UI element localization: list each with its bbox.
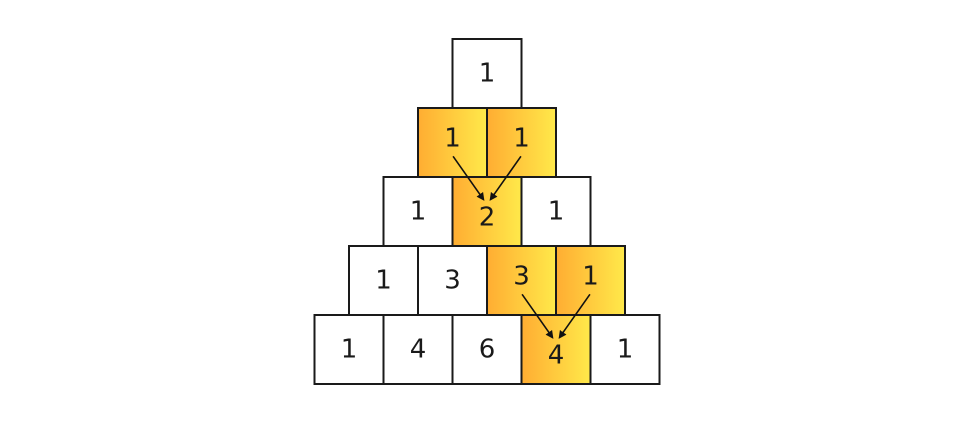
arrow-3 [558,293,591,339]
cell-r0-c0 [451,38,523,109]
number-r1-c1: 1 [513,124,530,154]
cell-r3-c3-highlighted [555,245,626,316]
cell-r4-c1 [382,314,454,385]
cell-r2-c1-highlighted [451,176,523,247]
arrow-0 [452,155,485,201]
cell-r4-c2 [451,314,523,385]
number-r1-c0: 1 [444,124,461,154]
cells-layer [313,38,661,385]
number-r4-c4: 1 [617,335,634,365]
cell-r1-c0-highlighted [417,107,488,178]
arrow-2 [521,293,554,339]
number-r4-c2: 6 [479,335,496,365]
cell-r4-c0 [313,314,385,385]
numbers-layer: 1 1 1 1 2 1 1 3 3 1 1 4 6 4 1 [341,59,634,371]
number-r3-c1: 3 [444,266,461,296]
number-r4-c3: 4 [548,341,565,371]
number-r0-c0: 1 [479,59,496,89]
number-r2-c0: 1 [410,197,427,227]
number-r3-c0: 1 [375,266,392,296]
number-r3-c2: 3 [513,262,530,292]
cell-r4-c3-highlighted [520,314,592,385]
cell-r1-c1-highlighted [486,107,557,178]
arrow-1 [489,155,522,201]
number-r4-c1: 4 [410,335,427,365]
number-r2-c1: 2 [479,203,496,233]
number-r3-c3: 1 [582,262,599,292]
arrows-layer [452,155,591,339]
number-r4-c0: 1 [341,335,358,365]
cell-r2-c0 [382,176,454,247]
number-r2-c2: 1 [548,197,565,227]
